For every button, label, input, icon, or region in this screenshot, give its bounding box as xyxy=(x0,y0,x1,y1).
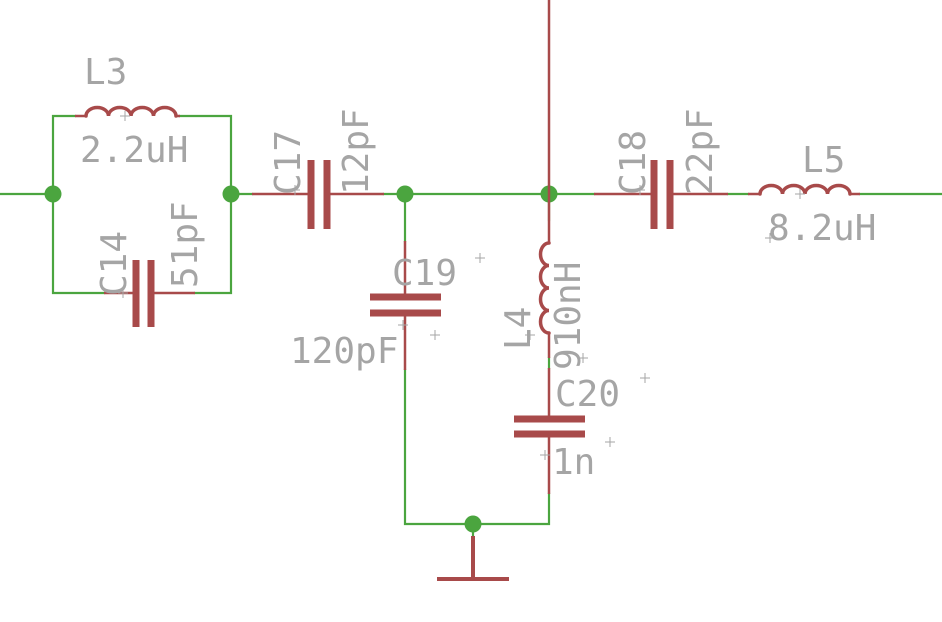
l4-value: 910nH xyxy=(548,262,589,370)
c20-value: 1n xyxy=(552,442,595,483)
c19-name: C19 xyxy=(392,253,457,294)
c14-value: 51pF xyxy=(165,201,206,288)
capacitor-c17 xyxy=(252,160,384,229)
capacitor-c18 xyxy=(594,160,728,229)
l4-name: L4 xyxy=(498,307,539,350)
junction-dot xyxy=(222,185,240,203)
labels: L3 2.2uH C14 51pF C17 12pF C19 120pF L4 … xyxy=(80,52,876,483)
capacitor-c20 xyxy=(514,368,650,494)
l5-name: L5 xyxy=(802,140,845,181)
wire-l3-loop xyxy=(51,114,106,295)
c17-name: C17 xyxy=(268,130,309,195)
capacitor-c14 xyxy=(104,260,195,327)
c19-value: 120pF xyxy=(290,331,398,372)
l3-name: L3 xyxy=(84,52,127,93)
c18-name: C18 xyxy=(613,130,654,195)
c18-value: 22pF xyxy=(680,108,721,195)
c14-name: C14 xyxy=(94,231,135,296)
wire-c19-ground xyxy=(403,368,551,526)
l5-value: 8.2uH xyxy=(768,208,876,249)
capacitor-c19 xyxy=(370,241,485,370)
ground-symbol xyxy=(437,536,509,581)
l3-value: 2.2uH xyxy=(80,130,188,171)
junction-dot xyxy=(396,185,414,203)
c20-name: C20 xyxy=(555,374,620,415)
junction-dot xyxy=(464,515,482,533)
wires xyxy=(0,114,942,540)
c17-value: 12pF xyxy=(336,108,377,195)
wire-l3-right xyxy=(178,114,233,295)
inductor-l3 xyxy=(75,105,180,121)
inductor-l5 xyxy=(748,183,860,243)
junction-dot xyxy=(44,185,62,203)
inductor-l4 xyxy=(525,0,588,363)
